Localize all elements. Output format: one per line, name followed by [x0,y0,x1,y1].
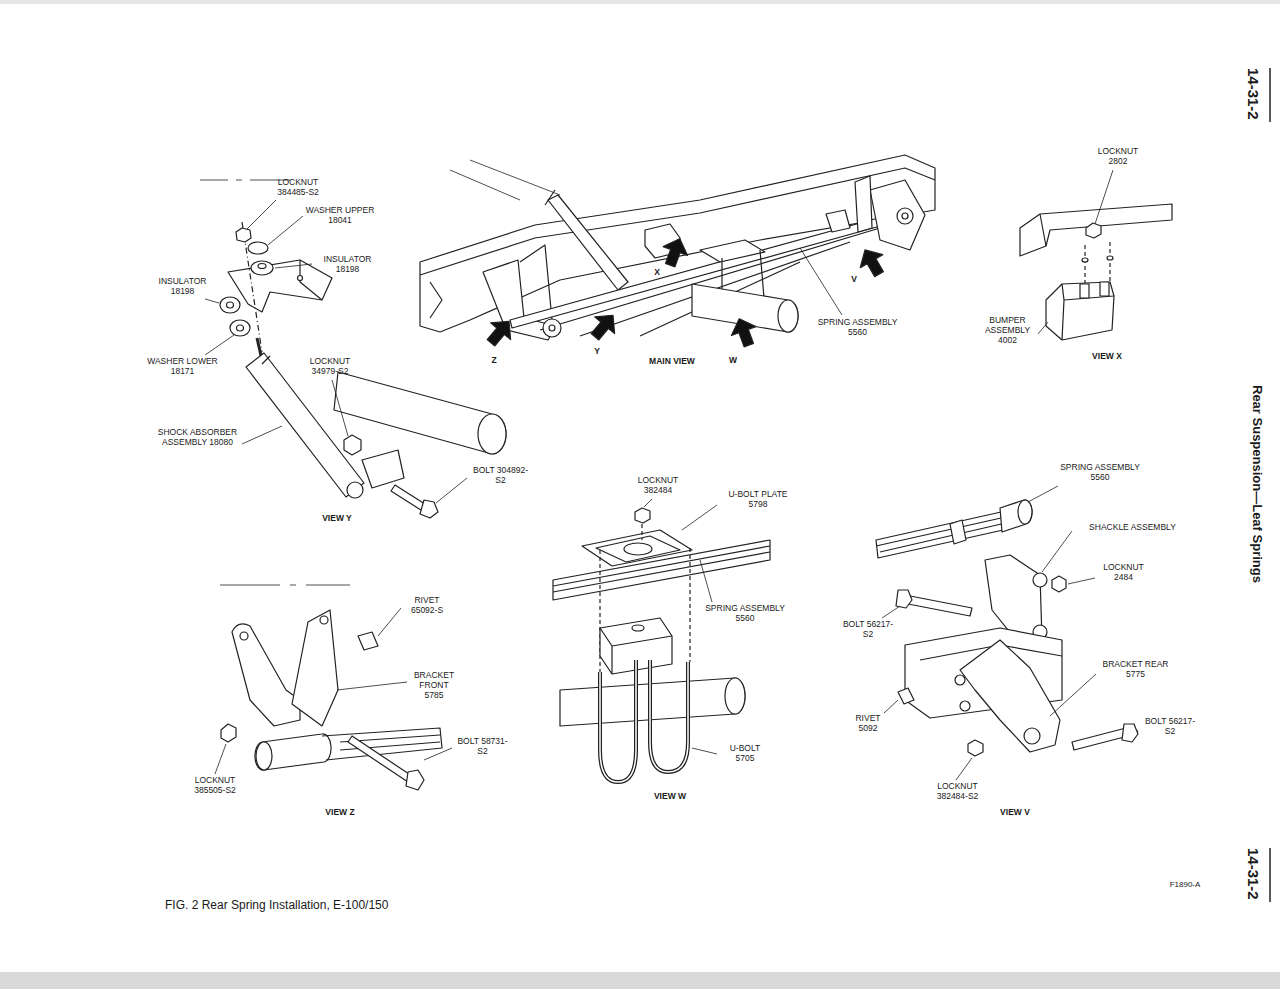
view-label: VIEW X [1082,352,1132,362]
page-number: 14-31-2 [1245,68,1262,120]
callout-label: LOCKNUT 2802 [1093,147,1143,167]
view-label: VIEW V [990,808,1040,818]
callout-label: INSULATOR 18198 [150,277,215,297]
callout-label: SPRING ASSEMBLY 5560 [810,318,905,338]
callout-label: INSULATOR 18198 [315,255,380,275]
callout-label: LOCKNUT 384485-S2 [268,178,328,198]
callout-label: BOLT 56217-S2 [838,620,898,640]
callout-label: BOLT 304892-S2 [468,466,533,486]
callout-label: WASHER UPPER 18041 [305,206,375,226]
callout-label: WASHER LOWER 18171 [145,357,220,377]
callout-label: LOCKNUT 385505-S2 [185,776,245,796]
callout-label: U-BOLT 5705 [720,744,770,764]
callout-label: RIVET 5092 [848,714,888,734]
callout-label: BUMPER ASSEMBLY 4002 [980,316,1035,345]
callout-label: SHOCK ABSORBER ASSEMBLY 18080 [155,428,240,448]
callout-label: SPRING ASSEMBLY 5560 [1050,463,1150,483]
view-label: MAIN VIEW [636,357,708,367]
view-label: VIEW W [645,792,695,802]
callout-label: BOLT 56217-S2 [1140,717,1200,737]
callout-label: SHACKLE ASSEMBLY [1075,523,1190,533]
section-title: Rear Suspension—Leaf Springs [1249,385,1264,583]
callout-label: BRACKET REAR 5775 [1098,660,1173,680]
arrow-letter: V [847,275,861,285]
arrow-letter: Z [487,356,501,366]
callout-label: LOCKNUT 2484 [1096,563,1151,583]
callout-label: BRACKET FRONT 5785 [410,671,458,700]
callout-label: LOCKNUT 382484 [628,476,688,496]
arrow-letter: X [650,268,664,278]
arrow-letter: W [726,356,740,366]
callout-label: SPRING ASSEMBLY 5560 [695,604,795,624]
figure-caption: FIG. 2 Rear Spring Installation, E-100/1… [165,899,388,913]
callout-label: BOLT 58731-S2 [455,737,510,757]
callout-label: RIVET 65092-S [402,596,452,616]
figure-id: F1890-A [1160,880,1210,889]
page-number: 14-31-2 [1245,848,1262,900]
arrow-letter: Y [590,347,604,357]
view-label: VIEW Z [315,808,365,818]
view-label: VIEW Y [312,514,362,524]
callout-label: LOCKNUT 34979-S2 [300,357,360,377]
callout-label: U-BOLT PLATE 5798 [718,490,798,510]
callout-label: LOCKNUT 382484-S2 [925,782,990,802]
